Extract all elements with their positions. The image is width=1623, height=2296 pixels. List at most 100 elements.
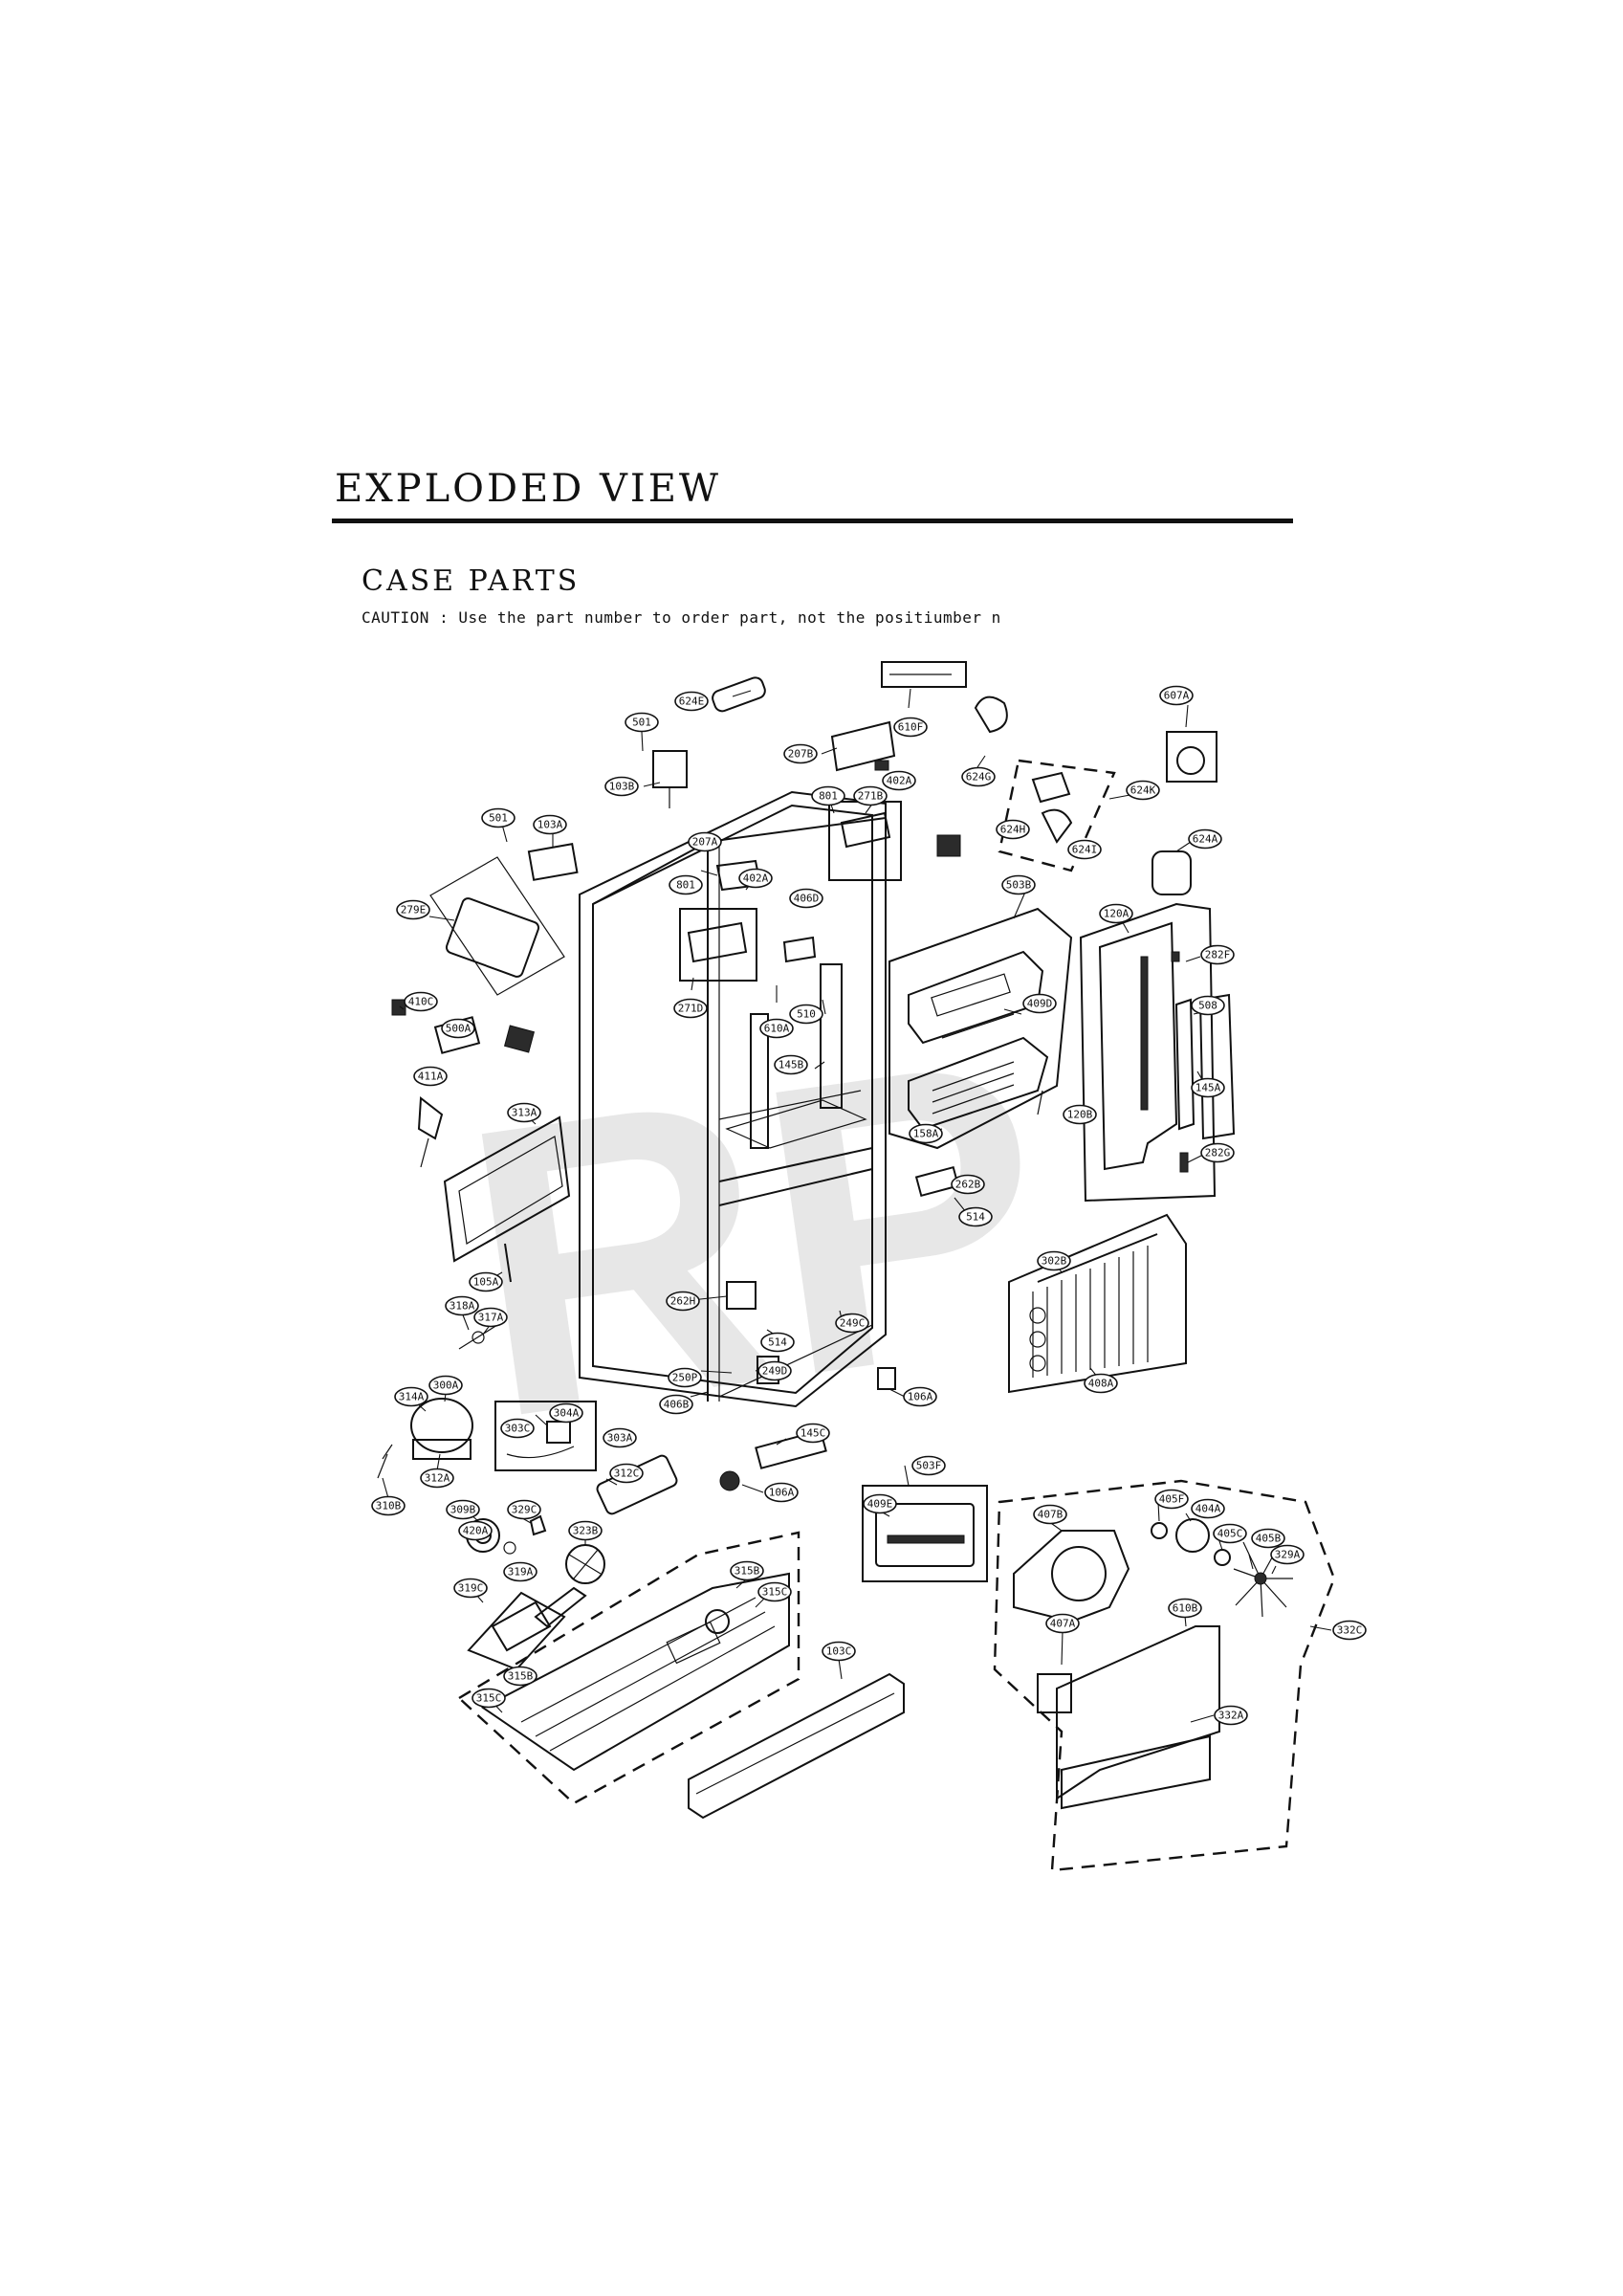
- svg-text:158A: 158A: [913, 1128, 939, 1140]
- svg-text:106A: 106A: [908, 1391, 933, 1403]
- callout-label: 312C: [609, 1463, 644, 1484]
- callout-label: 514: [958, 1206, 993, 1227]
- svg-text:420A: 420A: [463, 1525, 489, 1537]
- callout-label: 405C: [1213, 1523, 1247, 1544]
- svg-text:329A: 329A: [1275, 1549, 1301, 1561]
- svg-text:624E: 624E: [679, 695, 705, 708]
- callout-label: 310B: [371, 1495, 406, 1516]
- svg-text:405F: 405F: [1159, 1493, 1185, 1506]
- callout-label: 332A: [1214, 1705, 1248, 1726]
- callout-label: 407B: [1033, 1504, 1067, 1525]
- callout-label: 503F: [911, 1455, 946, 1476]
- svg-text:323B: 323B: [573, 1525, 599, 1537]
- callout-label: 406B: [659, 1394, 693, 1415]
- callout-label: 607A: [1159, 685, 1194, 706]
- svg-text:314A: 314A: [399, 1391, 425, 1403]
- callout-label: 304A: [549, 1402, 583, 1424]
- svg-text:207A: 207A: [692, 836, 718, 849]
- svg-text:607A: 607A: [1164, 690, 1190, 702]
- callout-label: 402A: [738, 868, 773, 889]
- svg-text:514: 514: [966, 1211, 985, 1224]
- svg-text:624H: 624H: [1000, 824, 1026, 836]
- svg-text:309B: 309B: [450, 1504, 476, 1516]
- callout-label: 300A: [428, 1375, 463, 1396]
- svg-text:329C: 329C: [512, 1504, 537, 1516]
- callout-label: 105A: [469, 1271, 503, 1292]
- title-rule: [332, 519, 1293, 523]
- svg-text:310B: 310B: [376, 1500, 402, 1512]
- svg-text:409D: 409D: [1027, 998, 1053, 1010]
- callout-label: 313A: [507, 1102, 541, 1123]
- callout-label: 801: [811, 785, 845, 806]
- callout-label: 145B: [774, 1054, 808, 1075]
- callout-label: 407A: [1045, 1613, 1080, 1634]
- svg-text:407A: 407A: [1050, 1618, 1076, 1630]
- svg-text:624I: 624I: [1072, 844, 1098, 856]
- svg-text:313A: 313A: [512, 1107, 537, 1119]
- callout-label: 262B: [951, 1174, 985, 1195]
- svg-text:317A: 317A: [478, 1312, 504, 1324]
- callout-label: 410C: [404, 991, 438, 1012]
- callout-label: 503B: [1001, 874, 1036, 895]
- svg-text:315B: 315B: [508, 1670, 534, 1683]
- callout-label: 249C: [835, 1313, 869, 1334]
- callout-label: 120B: [1063, 1104, 1097, 1125]
- callout-label: 406D: [789, 888, 823, 909]
- svg-text:103C: 103C: [826, 1645, 852, 1658]
- callout-label: 610A: [759, 1018, 794, 1039]
- callout-label: 624G: [961, 766, 996, 787]
- callout-label: 249D: [757, 1360, 792, 1381]
- callout-label: 303C: [500, 1418, 535, 1439]
- callout-label: 624K: [1126, 780, 1160, 801]
- callout-label: 312A: [420, 1468, 454, 1489]
- callout-label: 624E: [674, 691, 709, 712]
- svg-text:300A: 300A: [433, 1380, 459, 1392]
- svg-text:315C: 315C: [762, 1586, 788, 1599]
- callout-label: 271B: [853, 785, 888, 806]
- svg-text:318A: 318A: [450, 1300, 475, 1313]
- callout-label: 207B: [783, 743, 818, 764]
- base-plate: [457, 1531, 801, 1805]
- callout-labels: 624E 501 610F 607A 207B 402A 624G 103B 8…: [371, 685, 1367, 1726]
- front-trim: [688, 1672, 905, 1820]
- svg-text:315C: 315C: [476, 1692, 502, 1705]
- svg-text:406D: 406D: [794, 893, 820, 905]
- svg-text:302B: 302B: [1042, 1255, 1067, 1268]
- callout-label: 610F: [893, 717, 928, 738]
- svg-text:271D: 271D: [678, 1003, 704, 1015]
- callout-label: 501: [481, 807, 515, 828]
- section-title: CASE PARTS: [362, 564, 581, 598]
- svg-text:304A: 304A: [554, 1407, 580, 1420]
- callout-label: 319C: [453, 1578, 488, 1599]
- svg-text:145A: 145A: [1195, 1082, 1221, 1094]
- evaporator-cover: [1079, 902, 1236, 1203]
- callout-label: 610B: [1168, 1598, 1202, 1619]
- callout-label: 624H: [996, 819, 1030, 840]
- page-title: EXPLODED VIEW: [335, 467, 721, 511]
- svg-text:402A: 402A: [743, 872, 769, 885]
- heater-box: [862, 1485, 988, 1582]
- svg-text:145C: 145C: [801, 1427, 826, 1440]
- callout-label: 408A: [1084, 1373, 1118, 1394]
- callout-label: 317A: [473, 1307, 508, 1328]
- svg-text:303C: 303C: [505, 1423, 531, 1435]
- callout-label: 315B: [730, 1560, 764, 1581]
- callout-label: 120A: [1099, 903, 1133, 924]
- callout-label: 315B: [503, 1666, 537, 1687]
- svg-text:145B: 145B: [779, 1059, 804, 1071]
- svg-text:624K: 624K: [1130, 784, 1156, 797]
- compressor-group: [377, 1398, 827, 1671]
- callout-label: 106A: [903, 1386, 937, 1407]
- svg-text:103A: 103A: [537, 819, 563, 831]
- callout-label: 303A: [603, 1427, 637, 1448]
- callout-label: 279E: [396, 899, 430, 920]
- svg-text:332A: 332A: [1218, 1710, 1244, 1722]
- callout-label: 106A: [764, 1482, 799, 1503]
- svg-text:303A: 303A: [607, 1432, 633, 1445]
- callout-label: 282F: [1200, 944, 1235, 965]
- svg-text:404A: 404A: [1195, 1503, 1221, 1515]
- svg-text:508: 508: [1198, 1000, 1217, 1012]
- svg-text:262H: 262H: [670, 1295, 696, 1308]
- svg-text:503B: 503B: [1006, 879, 1032, 892]
